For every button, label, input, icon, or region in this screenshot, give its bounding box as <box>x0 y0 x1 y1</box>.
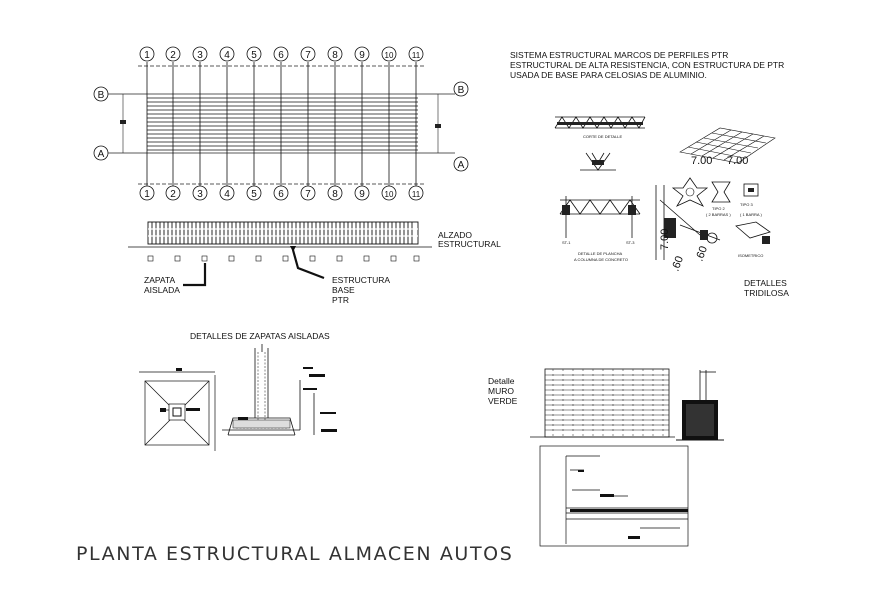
grid-label-4: 4 <box>224 50 230 61</box>
grid-bubbles-top: 1 2 3 4 5 6 7 8 9 10 11 <box>139 46 424 62</box>
grid-label-2: 2 <box>170 50 176 61</box>
dim-700-c: 7.00 <box>659 229 671 250</box>
label-detalles-2: TRIDILOSA <box>744 288 789 298</box>
label-muro-1: Detalle <box>488 376 515 386</box>
axis-bubbles: B A B A <box>93 81 469 172</box>
grid-label-8: 8 <box>332 50 338 61</box>
axis-label-a-left: A <box>98 149 105 160</box>
tridilosa-details: CORTE DE DETALLE 7.00 7.00 TIPO 2 <box>554 116 789 298</box>
grid-label-9: 9 <box>359 50 365 61</box>
label-estructura-3: PTR <box>332 295 349 305</box>
tiny-plancha-2: A COLUMNA DE CONCRETO <box>574 257 628 262</box>
grid-label-7: 7 <box>305 50 311 61</box>
grid-label-bottom-7: 7 <box>305 189 311 200</box>
grid-label-bottom-5: 5 <box>251 189 257 200</box>
dim-700-b: 7.00 <box>727 155 748 167</box>
system-notes: SISTEMA ESTRUCTURAL MARCOS DE PERFILES P… <box>510 50 784 80</box>
green-wall-detail: Detalle MURO VERDE <box>488 368 724 547</box>
tiny-st1: ST-1 <box>562 240 571 245</box>
tiny-barras-1: ( 2 BARRAS ) <box>706 212 731 217</box>
structural-elevation: ALZADO ESTRUCTURAL ZAPATA AISLADA ESTRUC… <box>128 221 501 305</box>
grid-label-bottom-3: 3 <box>197 189 203 200</box>
label-estructura-1: ESTRUCTURA <box>332 275 390 285</box>
grid-label-bottom-4: 4 <box>224 189 230 200</box>
grid-label-bottom-2: 2 <box>170 189 176 200</box>
label-zapata-2: AISLADA <box>144 285 180 295</box>
label-estructura-2: BASE <box>332 285 355 295</box>
grid-label-bottom-1: 1 <box>144 189 150 200</box>
grid-label-bottom-8: 8 <box>332 189 338 200</box>
note-line-2: ESTRUCTURAL DE ALTA RESISTENCIA, CON EST… <box>510 60 784 70</box>
grid-label-6: 6 <box>278 50 284 61</box>
tiny-tipo2: TIPO 2 <box>712 206 725 211</box>
grid-label-11: 11 <box>412 51 421 60</box>
dim-700-a: 7.00 <box>691 155 712 167</box>
label-alzado-1: ALZADO <box>438 230 472 240</box>
grid-label-bottom-6: 6 <box>278 189 284 200</box>
grid-label-bottom-11: 11 <box>412 190 421 199</box>
grid-label-10: 10 <box>385 51 394 60</box>
structural-plan: 1 2 3 4 5 6 7 8 9 10 11 1 2 3 <box>93 46 469 201</box>
grid-label-5: 5 <box>251 50 257 61</box>
grid-label-bottom-10: 10 <box>385 190 394 199</box>
dim-60-b: .60 <box>694 245 711 263</box>
axis-label-b-left: B <box>98 90 105 101</box>
drawing-title: PLANTA ESTRUCTURAL ALMACEN AUTOS <box>76 543 513 565</box>
tiny-corte: CORTE DE DETALLE <box>583 134 623 139</box>
tiny-tipo3: TIPO 3 <box>740 202 753 207</box>
roof-lines <box>147 97 418 151</box>
label-muro-2: MURO <box>488 386 514 396</box>
grid-label-bottom-9: 9 <box>359 189 365 200</box>
axis-label-b-right: B <box>458 85 465 96</box>
tiny-st3: ST-3 <box>626 240 635 245</box>
axis-label-a-right: A <box>458 160 465 171</box>
label-muro-3: VERDE <box>488 396 518 406</box>
grid-columns <box>146 62 417 190</box>
dim-60-a: .60 <box>670 255 687 273</box>
grid-label-3: 3 <box>197 50 203 61</box>
note-line-3: USADA DE BASE PARA CELOSIAS DE ALUMINIO. <box>510 70 707 80</box>
grid-label-1: 1 <box>144 50 150 61</box>
footing-details: DETALLES DE ZAPATAS AISLADAS <box>139 331 337 451</box>
tiny-isometrico: ISOMETRICO <box>738 253 763 258</box>
grid-bubbles-bottom: 1 2 3 4 5 6 7 8 9 10 11 <box>139 185 424 201</box>
note-line-1: SISTEMA ESTRUCTURAL MARCOS DE PERFILES P… <box>510 50 728 60</box>
label-detalles-zapatas: DETALLES DE ZAPATAS AISLADAS <box>190 331 330 341</box>
label-alzado-2: ESTRUCTURAL <box>438 239 501 249</box>
label-zapata-1: ZAPATA <box>144 275 176 285</box>
tiny-plancha-1: DETALLE DE PLANCHA <box>578 251 622 256</box>
isometric-grid <box>679 127 776 164</box>
label-detalles-1: DETALLES <box>744 278 787 288</box>
tiny-barras-2: ( 1 BARRA ) <box>740 212 762 217</box>
